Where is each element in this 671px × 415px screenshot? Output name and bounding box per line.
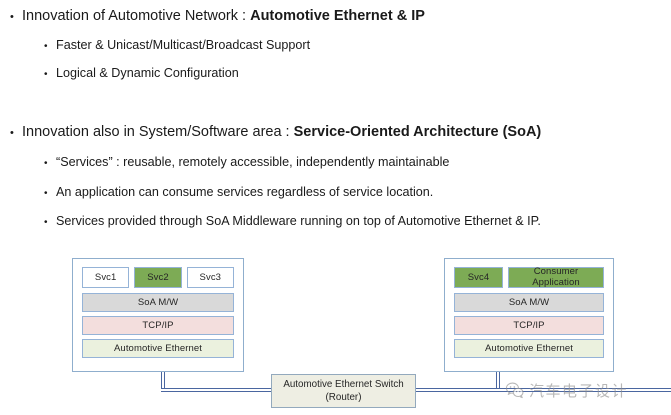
bullet-text: Innovation of Automotive Network : Autom… — [22, 8, 425, 25]
bullet-text-plain: Innovation of Automotive Network : — [22, 8, 251, 24]
service-box-consumer-application[interactable]: Consumer Application — [508, 265, 604, 288]
service-row-right: Svc4 Consumer Application — [454, 265, 604, 288]
service-box-svc1[interactable]: Svc1 — [82, 267, 130, 288]
bullet-marker: • — [44, 41, 48, 52]
bullet-item-6: • An application can consume services re… — [44, 185, 433, 199]
bullet-text-plain: Faster & Unicast/Multicast/Broadcast Sup… — [56, 38, 311, 52]
switch-label-line1: Automotive Ethernet Switch — [283, 378, 404, 390]
layer-box-soa-middleware[interactable]: SoA M/W — [454, 293, 604, 312]
layer-box-tcpip[interactable]: TCP/IP — [82, 316, 234, 335]
bullet-item-1: • Innovation of Automotive Network : Aut… — [10, 8, 425, 25]
bullet-text-plain: Services provided through SoA Middleware… — [56, 214, 541, 228]
bullet-marker: • — [44, 217, 48, 228]
layer-box-automotive-ethernet[interactable]: Automotive Ethernet — [454, 339, 604, 358]
ecu-node-right: Svc4 Consumer Application SoA M/W TCP/IP… — [444, 258, 614, 372]
bullet-marker: • — [10, 127, 14, 139]
layer-box-automotive-ethernet[interactable]: Automotive Ethernet — [82, 339, 234, 358]
layer-box-tcpip[interactable]: TCP/IP — [454, 316, 604, 335]
bullet-item-4: • Innovation also in System/Software are… — [10, 124, 541, 141]
bullet-text: Innovation also in System/Software area … — [22, 124, 541, 141]
ecu-node-left: Svc1 Svc2 Svc3 SoA M/W TCP/IP Automotive… — [72, 258, 244, 372]
bullet-text-bold: Automotive Ethernet & IP — [250, 8, 425, 24]
connector-right-vertical — [496, 372, 500, 392]
consumer-application-line2: Application — [532, 276, 580, 288]
watermark-text: 汽车电子设计 — [529, 382, 629, 400]
switch-label-line2: (Router) — [325, 392, 362, 403]
bullet-item-2: • Faster & Unicast/Multicast/Broadcast S… — [44, 38, 310, 52]
bullet-item-7: • Services provided through SoA Middlewa… — [44, 214, 541, 228]
service-box-svc3[interactable]: Svc3 — [186, 267, 234, 288]
bullet-text-plain: Innovation also in System/Software area … — [22, 124, 294, 140]
watermark: 汽车电子设计 — [505, 380, 628, 401]
connector-left-horizontal — [161, 388, 277, 392]
service-box-svc4[interactable]: Svc4 — [454, 267, 503, 288]
service-row-left: Svc1 Svc2 Svc3 — [82, 267, 234, 288]
bullet-text-plain: “Services” : reusable, remotely accessib… — [56, 155, 450, 169]
bullet-marker: • — [44, 188, 48, 199]
bullet-marker: • — [44, 69, 48, 80]
consumer-application-line1: Consumer — [533, 265, 579, 277]
bullet-text-bold: Service-Oriented Architecture (SoA) — [293, 124, 542, 140]
bullet-item-3: • Logical & Dynamic Configuration — [44, 66, 239, 80]
wechat-icon — [505, 381, 524, 400]
bullet-marker: • — [10, 11, 14, 23]
bullet-text-plain: Logical & Dynamic Configuration — [56, 66, 239, 80]
bullet-text-plain: An application can consume services rega… — [56, 185, 434, 199]
connector-left-vertical — [161, 372, 165, 392]
layer-stack-right: SoA M/W TCP/IP Automotive Ethernet — [454, 293, 604, 358]
layer-stack-left: SoA M/W TCP/IP Automotive Ethernet — [82, 293, 234, 358]
layer-box-soa-middleware[interactable]: SoA M/W — [82, 293, 234, 312]
bullet-item-5: • “Services” : reusable, remotely access… — [44, 155, 449, 169]
connector-right-horizontal — [414, 388, 671, 392]
service-box-svc2[interactable]: Svc2 — [134, 267, 182, 288]
automotive-ethernet-switch-box[interactable]: Automotive Ethernet Switch (Router) — [271, 374, 416, 408]
bullet-marker: • — [44, 158, 48, 169]
